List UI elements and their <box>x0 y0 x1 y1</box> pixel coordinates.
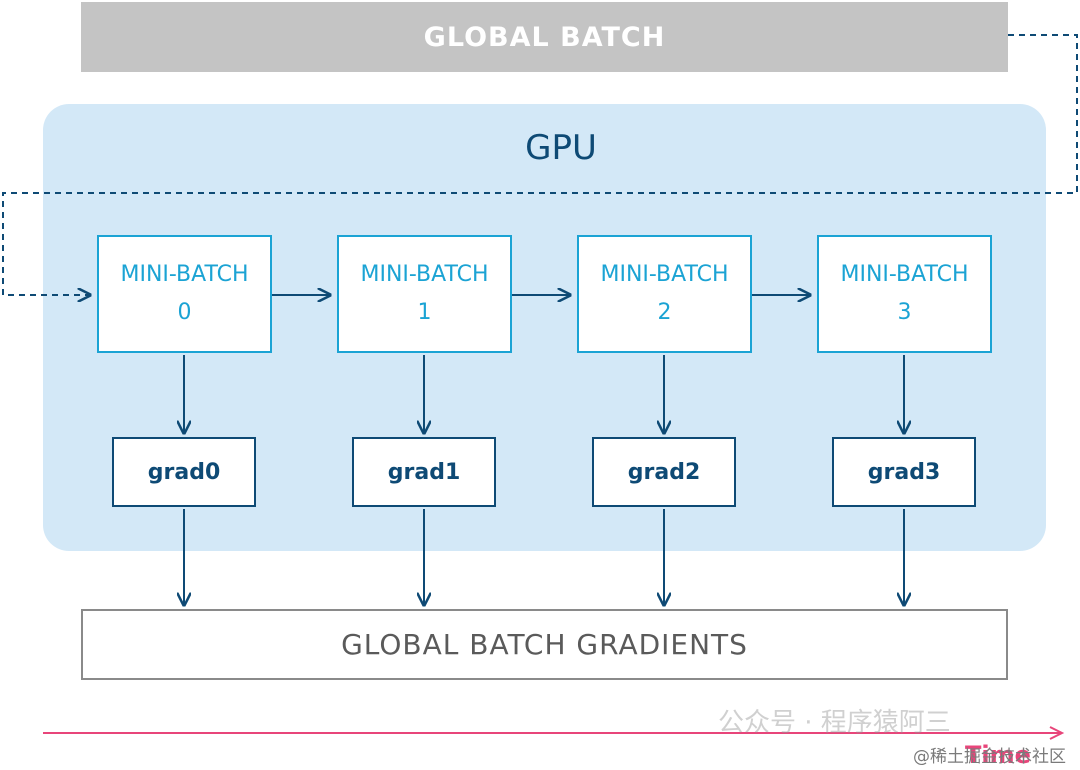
dashed-feed-line <box>2 34 1078 295</box>
mini-batch-0-label: MINI-BATCH <box>120 262 249 287</box>
mini-batch-0: MINI-BATCH 0 <box>97 235 272 353</box>
watermark-wechat: 公众号 · 程序猿阿三 <box>718 708 951 738</box>
time-label: Time <box>965 741 1031 769</box>
mini-batch-3: MINI-BATCH 3 <box>817 235 992 353</box>
global-batch-gradients-box: GLOBAL BATCH GRADIENTS <box>81 609 1008 680</box>
global-batch-label: GLOBAL BATCH <box>423 21 666 53</box>
grad-box-1: grad1 <box>352 437 496 507</box>
mini-batch-1-index: 1 <box>417 300 432 325</box>
time-axis-arrowhead <box>1049 726 1065 740</box>
mini-batch-1-label: MINI-BATCH <box>360 262 489 287</box>
grad-box-2: grad2 <box>592 437 736 507</box>
watermark-juejin: @稀土掘金技术社区 <box>913 747 1066 767</box>
grad-label-3: grad3 <box>867 459 941 485</box>
grad-box-0: grad0 <box>112 437 256 507</box>
mini-batch-3-label: MINI-BATCH <box>840 262 969 287</box>
global-batch-box: GLOBAL BATCH <box>81 2 1008 72</box>
mini-batch-0-index: 0 <box>177 300 192 325</box>
grad-box-3: grad3 <box>832 437 976 507</box>
global-batch-gradients-label: GLOBAL BATCH GRADIENTS <box>341 628 748 661</box>
mini-batch-2: MINI-BATCH 2 <box>577 235 752 353</box>
mini-batch-3-index: 3 <box>897 300 912 325</box>
grad-label-2: grad2 <box>627 459 701 485</box>
gpu-title: GPU <box>525 128 597 168</box>
mini-batch-1: MINI-BATCH 1 <box>337 235 512 353</box>
mini-batch-2-index: 2 <box>657 300 672 325</box>
grad-label-0: grad0 <box>147 459 221 485</box>
grad-label-1: grad1 <box>387 459 461 485</box>
mini-batch-2-label: MINI-BATCH <box>600 262 729 287</box>
